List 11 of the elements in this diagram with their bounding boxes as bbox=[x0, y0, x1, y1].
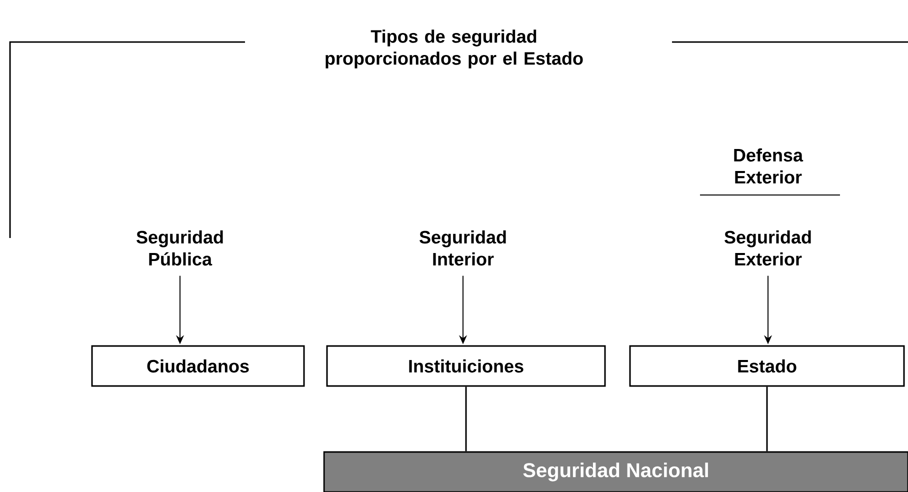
connector-line bbox=[465, 386, 467, 452]
connector-line bbox=[766, 386, 768, 452]
box: Ciudadanos bbox=[91, 345, 305, 387]
heading-text: Seguridad Exterior bbox=[724, 230, 811, 266]
label: Defensa Exterior bbox=[734, 148, 804, 184]
band: Seguridad Nacional bbox=[323, 451, 908, 492]
heading-text: Seguridad Interior bbox=[420, 230, 506, 266]
heading-text: Seguridad Pública bbox=[136, 230, 223, 266]
title: Tipos de seguridad proporcionados por el Estado bbox=[326, 30, 583, 68]
box: Estado bbox=[629, 345, 905, 387]
box: Instituiciones bbox=[326, 345, 606, 387]
